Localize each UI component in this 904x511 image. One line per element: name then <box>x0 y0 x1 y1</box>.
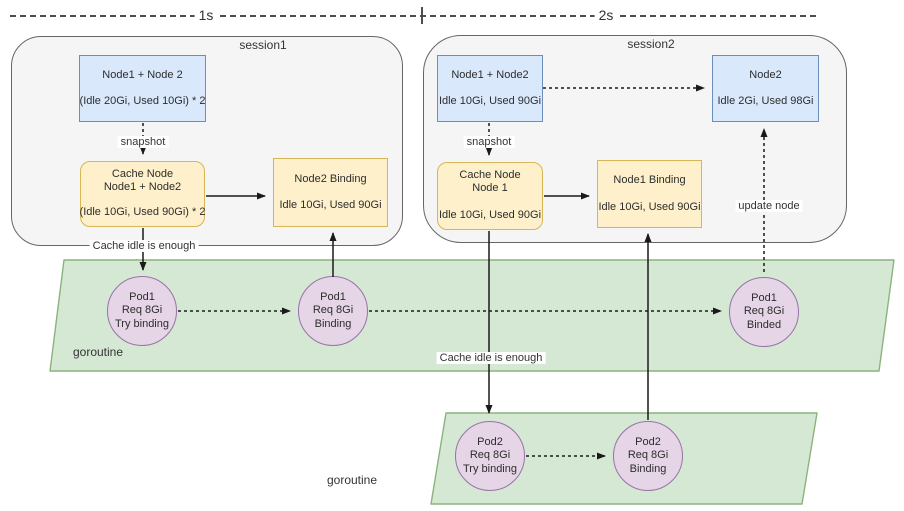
session2-node2-box: Node2 Idle 2Gi, Used 98Gi <box>712 55 819 122</box>
update-node-label: update node <box>735 200 803 212</box>
session1-binding-box-title: Node2 Binding <box>294 172 367 185</box>
timeline-divider-tick <box>421 7 423 24</box>
session2-cache-box: Cache Node Node 1 Idle 10Gi, Used 90Gi <box>437 162 543 230</box>
timeline-dashed-line <box>10 15 816 17</box>
pod2-try-request: Req 8Gi <box>469 449 511 462</box>
timeline-segment1-label: 1s <box>194 7 218 23</box>
session1-snapshot-label: snapshot <box>117 136 169 148</box>
session2-nodes-box-title: Node1 + Node2 <box>451 69 529 81</box>
session2-nodes-box-stats: Idle 10Gi, Used 90Gi <box>438 95 542 107</box>
pod1-try-state: Try binding <box>114 317 169 330</box>
session2-node2-box-stats: Idle 2Gi, Used 98Gi <box>717 95 814 107</box>
pod2-binding-state: Binding <box>629 462 667 475</box>
pod2-try-binding-circle: Pod2 Req 8Gi Try binding <box>455 421 525 491</box>
session1-nodes-box-title: Node1 + Node 2 <box>102 69 183 81</box>
session1-cache-box-title: Cache Node <box>111 168 174 180</box>
session2-cache-box-stats: Idle 10Gi, Used 90Gi <box>438 209 542 221</box>
session2-binding-box: Node1 Binding Idle 10Gi, Used 90Gi <box>597 160 702 228</box>
pod2-binding-request: Req 8Gi <box>627 449 669 462</box>
pod1-binding-circle: Pod1 Req 8Gi Binding <box>298 276 368 346</box>
session1-binding-box: Node2 Binding Idle 10Gi, Used 90Gi <box>273 158 388 227</box>
pod1-binding-state: Binding <box>314 317 352 330</box>
session2-cache-idle-label: Cache idle is enough <box>436 352 546 364</box>
pod1-binding-request: Req 8Gi <box>312 304 354 317</box>
pod2-binding-name: Pod2 <box>635 435 661 448</box>
session2-snapshot-label: snapshot <box>463 136 515 148</box>
pod1-try-binding-circle: Pod1 Req 8Gi Try binding <box>107 276 177 346</box>
pod1-binding-name: Pod1 <box>320 290 346 303</box>
session2-nodes-box: Node1 + Node2 Idle 10Gi, Used 90Gi <box>437 55 543 122</box>
session1-binding-box-stats: Idle 10Gi, Used 90Gi <box>279 199 382 212</box>
session2-title: session2 <box>627 37 675 51</box>
session1-nodes-box-stats: (Idle 20Gi, Used 10Gi) * 2 <box>79 95 206 107</box>
session2-node2-box-title: Node2 <box>749 69 782 81</box>
session2-cache-box-subtitle: Node 1 <box>472 182 508 194</box>
pod1-try-request: Req 8Gi <box>121 304 163 317</box>
session1-cache-idle-label: Cache idle is enough <box>89 240 199 252</box>
session1-cache-box: Cache Node Node1 + Node2 (Idle 10Gi, Use… <box>80 161 205 227</box>
session2-binding-box-title: Node1 Binding <box>613 174 686 187</box>
session2-cache-box-title: Cache Node <box>459 169 521 181</box>
session2-binding-box-stats: Idle 10Gi, Used 90Gi <box>598 200 701 213</box>
timeline-segment2-label: 2s <box>594 7 618 23</box>
pod1-binded-state: Binded <box>746 318 782 331</box>
session1-nodes-box: Node1 + Node 2 (Idle 20Gi, Used 10Gi) * … <box>79 55 206 122</box>
pod2-try-state: Try binding <box>462 462 517 475</box>
pod2-try-name: Pod2 <box>477 435 503 448</box>
pod1-binded-circle: Pod1 Req 8Gi Binded <box>729 277 799 347</box>
pod1-binded-name: Pod1 <box>751 291 777 304</box>
pod2-binding-circle: Pod2 Req 8Gi Binding <box>613 421 683 491</box>
session1-cache-box-stats: (Idle 10Gi, Used 90Gi) * 2 <box>79 206 206 218</box>
goroutine2-label: goroutine <box>326 473 378 487</box>
session1-cache-box-subtitle: Node1 + Node2 <box>103 181 182 193</box>
goroutine1-label: goroutine <box>72 345 124 359</box>
pod1-try-name: Pod1 <box>129 290 155 303</box>
pod1-binded-request: Req 8Gi <box>743 305 785 318</box>
session1-title: session1 <box>239 38 287 52</box>
